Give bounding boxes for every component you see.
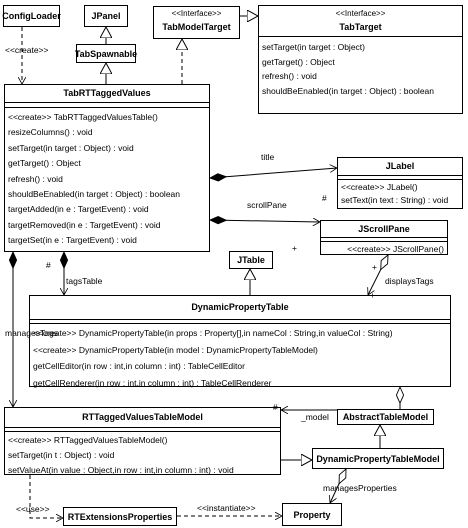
- operation: targetSet(in e : TargetEvent) : void: [8, 235, 137, 246]
- class-jpanel: JPanel: [84, 5, 128, 27]
- managesproperties-aggregation: [330, 469, 346, 503]
- label-displaystags: displaysTags: [385, 276, 434, 286]
- operation: setValueAt(in value : Object,in row : in…: [8, 465, 234, 475]
- class-name: DynamicPropertyTable: [191, 302, 289, 312]
- label-hash-tagstable: #: [46, 260, 51, 270]
- operations-list: <<create>> RTTaggedValuesTableModel() se…: [5, 432, 280, 480]
- operations-list: setTarget(in target : Object) getTarget(…: [259, 37, 462, 100]
- operations-list: <<create>> TabRTTaggedValuesTable() resi…: [5, 108, 209, 251]
- operations-list: <<create>> DynamicPropertyTable(in props…: [30, 324, 450, 393]
- operation: refresh() : void: [262, 71, 317, 81]
- interface-stereotype: <<Interface>>: [335, 9, 386, 18]
- operation: getCellRenderer(in row : int,in column :…: [33, 377, 272, 388]
- operation: targetAdded(in e : TargetEvent) : void: [8, 204, 149, 215]
- operation: targetRemoved(in e : TargetEvent) : void: [8, 219, 161, 230]
- label-plus-displaystags: +: [372, 262, 377, 272]
- label-model: _model: [301, 412, 329, 422]
- operation: shouldBeEnabled(in target : Object) : bo…: [262, 85, 435, 96]
- operations-list: <<create>> JScrollPane(): [321, 242, 447, 257]
- class-property: Property: [282, 503, 342, 526]
- operation: getCellEditor(in row : int,in column : i…: [33, 361, 245, 371]
- class-name: AbstractTableModel: [342, 412, 429, 422]
- operation: <<create>> JLabel(): [341, 182, 418, 192]
- class-tabspawnable: TabSpawnable: [74, 44, 138, 63]
- label-tagstable: tagsTable: [66, 276, 103, 286]
- class-name: JLabel: [385, 161, 415, 171]
- operation: refresh() : void: [8, 173, 63, 184]
- scrollpane-composition: [210, 220, 320, 222]
- class-name: TabSpawnable: [74, 48, 138, 59]
- interface-tabmodeltarget: <<Interface>> TabModelTarget: [153, 6, 240, 39]
- class-jlabel: JLabel <<create>> JLabel() setText(in te…: [337, 157, 463, 209]
- interface-stereotype: <<Interface>>: [171, 9, 222, 18]
- class-name: TabRTTaggedValues: [63, 88, 151, 98]
- operation: <<create>> DynamicPropertyTable(in model…: [33, 344, 318, 355]
- class-dynamicpropertytable: DynamicPropertyTable <<create>> DynamicP…: [29, 295, 451, 388]
- class-jtable: JTable: [229, 251, 273, 269]
- class-name: Property: [293, 509, 331, 520]
- operation: getTarget() : Object: [262, 56, 335, 67]
- label-instantiate: <<instantiate>>: [197, 503, 256, 513]
- label-title: title: [261, 152, 275, 162]
- label-use: <<use>>: [16, 504, 50, 514]
- class-abstracttablemodel: AbstractTableModel: [337, 409, 434, 425]
- class-rtextensionsproperties: RTExtensionsProperties: [63, 507, 177, 526]
- label-managestags: managesTags: [5, 328, 58, 338]
- class-name: JScrollPane: [358, 224, 410, 234]
- class-name: TabModelTarget: [162, 22, 231, 32]
- operation: setTarget(in target : Object): [262, 42, 365, 52]
- operation: setTarget(in t : Object) : void: [8, 450, 115, 460]
- operation: setText(in text : String) : void: [341, 195, 449, 205]
- interface-tabtarget: <<Interface>> TabTarget setTarget(in tar…: [258, 5, 463, 114]
- operation: <<create>> DynamicPropertyTable(in props…: [33, 328, 393, 338]
- label-hash-model: #: [273, 402, 278, 412]
- class-name: TabTarget: [339, 22, 382, 32]
- class-name: JPanel: [91, 11, 121, 21]
- operation: setTarget(in target : Object) : void: [8, 142, 134, 153]
- operation: <<create>> RTTaggedValuesTableModel(): [8, 435, 168, 445]
- class-name: RTTaggedValuesTableModel: [82, 412, 203, 422]
- label-scrollpane: scrollPane: [247, 200, 287, 210]
- class-configloader: ConfigLoader: [2, 5, 61, 27]
- operation: <<create>> JScrollPane(): [347, 244, 444, 254]
- operation: getTarget() : Object: [8, 158, 81, 169]
- class-name: ConfigLoader: [2, 11, 61, 21]
- class-jscrollpane: JScrollPane <<create>> JScrollPane(): [320, 220, 448, 255]
- displaystags-aggregation: [368, 255, 388, 295]
- class-rttaggedvaluestablemodel: RTTaggedValuesTableModel <<create>> RTTa…: [4, 407, 281, 475]
- operations-list: <<create>> JLabel() setText(in text : St…: [338, 180, 462, 209]
- operation: shouldBeEnabled(in target : Object) : bo…: [8, 189, 181, 200]
- class-dynamicpropertytablemodel: DynamicPropertyTableModel: [312, 448, 444, 469]
- operation: <<create>> TabRTTaggedValuesTable(): [8, 112, 158, 122]
- label-managesproperties: managesProperties: [323, 483, 397, 493]
- class-name: RTExtensionsProperties: [67, 511, 173, 522]
- title-composition: [210, 168, 337, 178]
- label-create: <<create>>: [5, 45, 49, 55]
- use-dependency: [29, 475, 63, 518]
- class-tabrttaggedvalues: TabRTTaggedValues <<create>> TabRTTagged…: [4, 84, 210, 252]
- operation: resizeColumns() : void: [8, 127, 93, 138]
- label-plus-dpt: +: [370, 290, 375, 300]
- class-name: DynamicPropertyTableModel: [316, 453, 440, 464]
- label-hash-title: #: [322, 193, 327, 203]
- class-name: JTable: [237, 255, 265, 265]
- label-plus-jtable: +: [292, 243, 297, 253]
